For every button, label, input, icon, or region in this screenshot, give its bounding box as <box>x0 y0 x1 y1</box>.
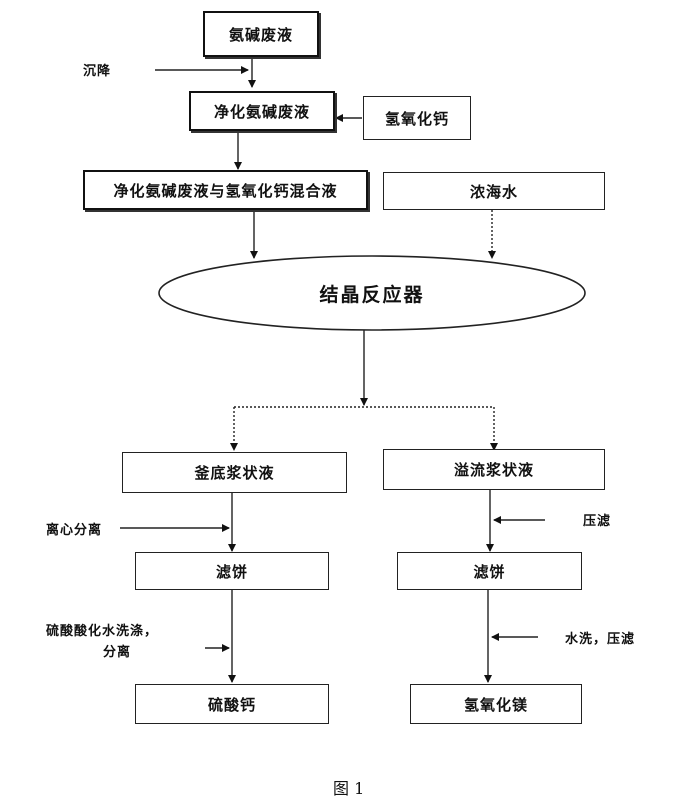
node-calcium-sulfate: 硫酸钙 <box>135 684 329 724</box>
node-reactor: 结晶反应器 <box>319 283 425 306</box>
node-concentrated-seawater: 浓海水 <box>383 172 605 210</box>
reactor-ellipse <box>158 255 586 331</box>
node-filter-cake-right: 滤饼 <box>397 552 582 590</box>
node-overflow-slurry: 溢流浆状液 <box>383 449 605 490</box>
node-bottom-slurry: 釜底浆状液 <box>122 452 347 493</box>
label-acid-wash-line2: 分离 <box>103 645 132 660</box>
node-calcium-hydroxide: 氢氧化钙 <box>363 96 471 140</box>
node-filter-cake-left: 滤饼 <box>135 552 329 590</box>
label-settling: 沉降 <box>83 64 112 79</box>
label-water-wash: 水洗，压滤 <box>565 632 636 647</box>
label-press-filter: 压滤 <box>583 514 612 529</box>
node-waste-liquid: 氨碱废液 <box>203 11 319 57</box>
node-mixed-liquid: 净化氨碱废液与氢氧化钙混合液 <box>83 170 368 210</box>
figure-caption: 图 1 <box>333 779 365 798</box>
node-magnesium-hydroxide: 氢氧化镁 <box>410 684 582 724</box>
label-centrifuge: 离心分离 <box>46 523 103 538</box>
node-purified-waste: 净化氨碱废液 <box>189 91 335 131</box>
label-acid-wash-line1: 硫酸酸化水洗涤， <box>46 624 159 639</box>
